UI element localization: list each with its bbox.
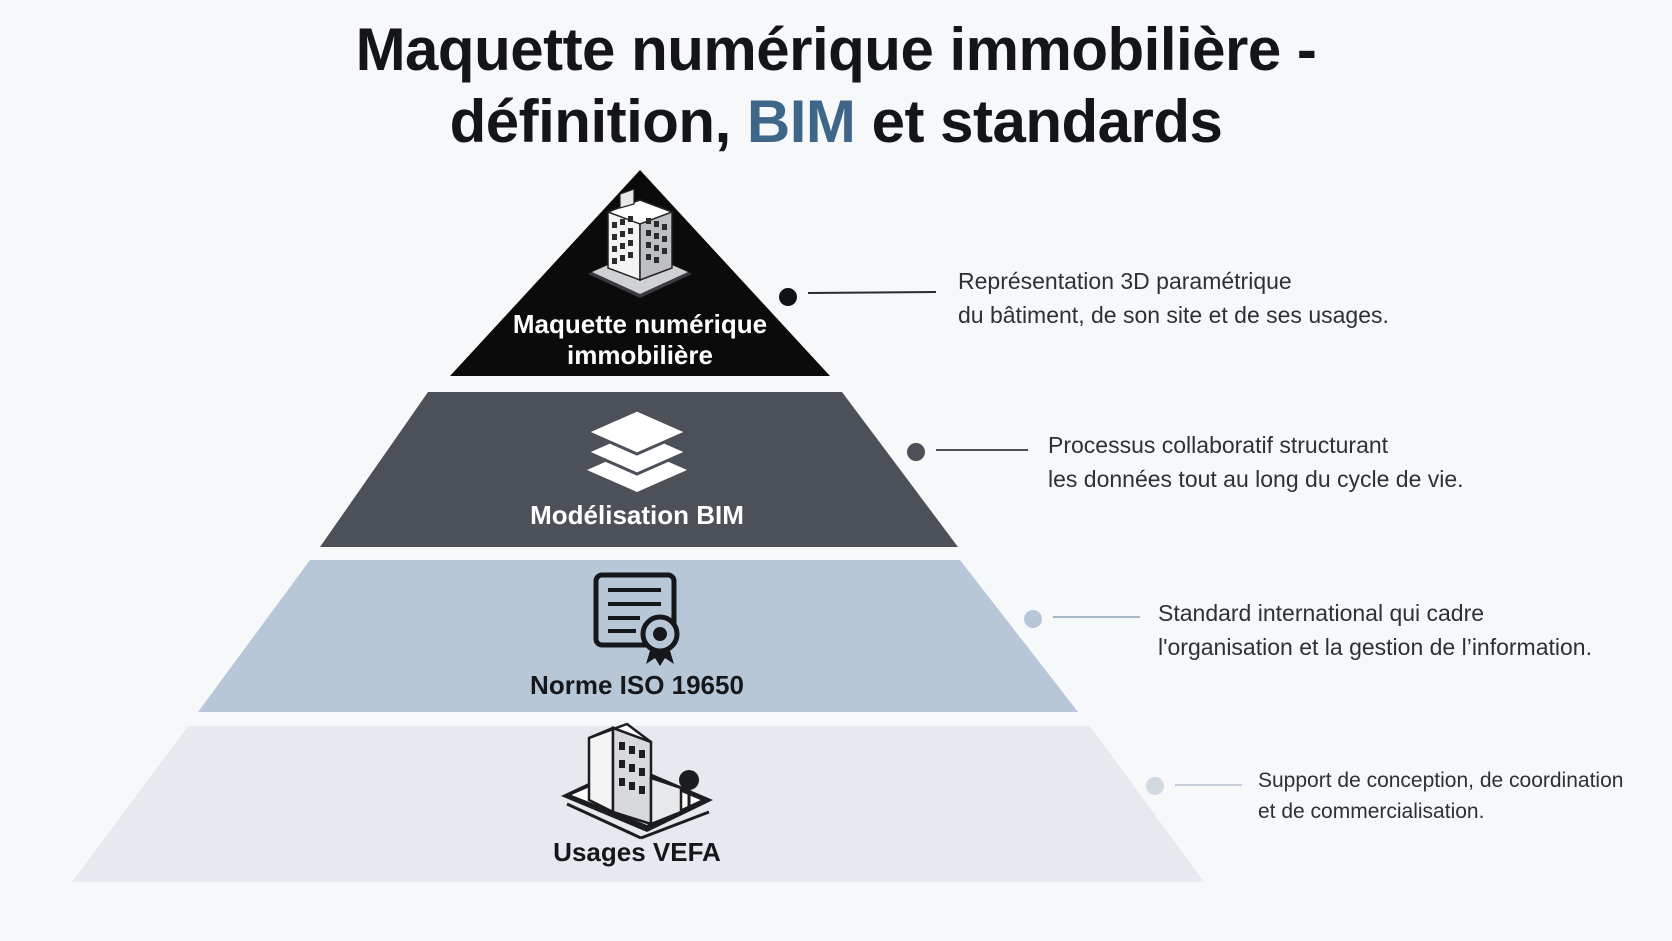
certificate-icon <box>593 572 680 666</box>
site-plan-icon <box>561 722 713 840</box>
level-1-description-line-1: Représentation 3D paramétrique <box>958 268 1292 294</box>
level-3-description-line-2: l'organisation et la gestion de l’inform… <box>1158 634 1592 660</box>
level-1-description-line-2: du bâtiment, de son site et de ses usage… <box>958 302 1389 328</box>
connector-line-1 <box>807 291 937 294</box>
level-2-description: Processus collaboratif structurant les d… <box>1048 428 1464 496</box>
level-4-label: Usages VEFA <box>553 837 721 867</box>
connector-3 <box>1024 610 1140 628</box>
title-line-2: définition, BIM et standards <box>0 86 1672 158</box>
level-3-description: Standard international qui cadre l'organ… <box>1158 596 1592 664</box>
title-line-1: Maquette numérique immobilière - <box>355 16 1317 83</box>
layers-icon <box>583 408 691 492</box>
level-4-description-line-2: et de commercialisation. <box>1258 800 1485 823</box>
level-3-description-line-1: Standard international qui cadre <box>1158 600 1485 626</box>
connector-2 <box>907 443 1028 461</box>
level-4-description-line-1: Support de conception, de coordination <box>1258 769 1624 792</box>
level-2-label: Modélisation BIM <box>530 500 744 530</box>
connector-dot-2 <box>907 443 925 461</box>
title-line-2-end: et standards <box>855 88 1223 155</box>
level-2-description-line-1: Processus collaboratif structurant <box>1048 432 1389 458</box>
level-1-label: Maquette numérique immobilière <box>440 309 840 371</box>
level-1-label-line-1: Maquette numérique <box>512 309 768 339</box>
building-icon <box>588 188 692 298</box>
connector-dot-3 <box>1024 610 1042 628</box>
pyramid-level-3-shape <box>198 560 1078 712</box>
level-1-description: Représentation 3D paramétrique du bâtime… <box>958 264 1389 332</box>
connector-dot-4 <box>1146 777 1164 795</box>
connector-1 <box>779 288 937 306</box>
connector-dot-1 <box>779 288 797 306</box>
level-3-label: Norme ISO 19650 <box>530 670 744 700</box>
level-1-label-line-2: immobilière <box>567 340 713 370</box>
connector-4 <box>1146 777 1242 795</box>
level-4-description: Support de conception, de coordination e… <box>1258 765 1623 827</box>
title-line-2-start: définition, <box>449 88 747 155</box>
title-accent-bim: BIM <box>746 88 856 155</box>
page-title: Maquette numérique immobilière - définit… <box>0 14 1672 158</box>
level-2-description-line-2: les données tout au long du cycle de vie… <box>1048 466 1464 492</box>
